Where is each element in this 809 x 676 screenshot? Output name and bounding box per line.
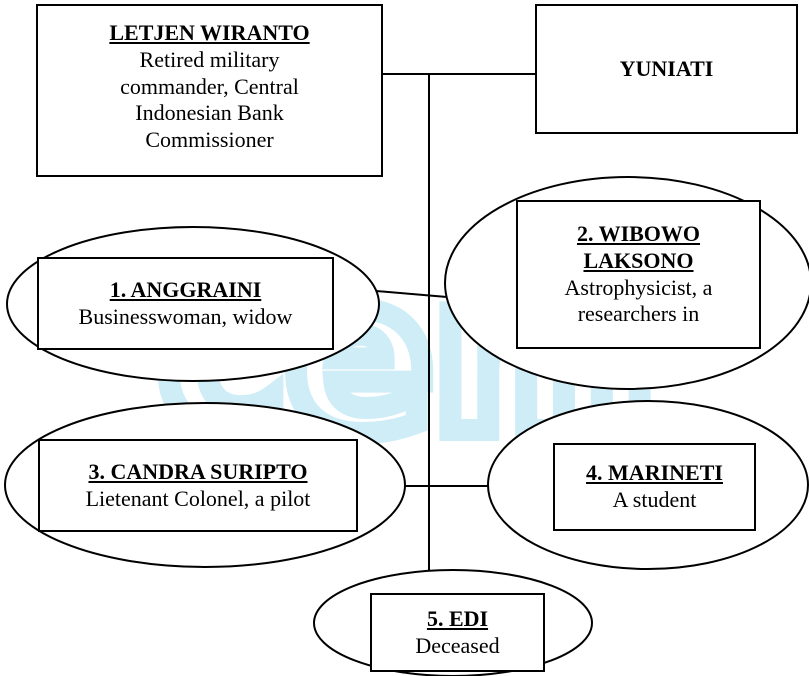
- person-name: LETJEN WIRANTO: [109, 20, 310, 45]
- person-box-candra: 3. CANDRA SURIPTO Lietenant Colonel, a p…: [38, 439, 358, 532]
- person-description: Businesswoman, widow: [78, 303, 293, 329]
- person-description: Lietenant Colonel, a pilot: [85, 485, 311, 511]
- person-box-anggraini: 1. ANGGRAINI Businesswoman, widow: [37, 257, 334, 350]
- person-description: Retired military commander, Central Indo…: [120, 46, 299, 153]
- connector-lines: [375, 73, 535, 593]
- person-description: A student: [612, 487, 697, 512]
- person-box-edi: 5. EDI Deceased: [370, 593, 545, 672]
- person-name: 2. WIBOWO LAKSONO: [576, 220, 701, 273]
- person-description: Astrophysicist, a researchers in: [564, 274, 713, 327]
- person-box-wiranto: LETJEN WIRANTO Retired military commande…: [36, 4, 383, 177]
- anggraini-connector: [375, 290, 448, 298]
- person-name: 4. MARINETI: [586, 460, 723, 486]
- person-name: 3. CANDRA SURIPTO: [88, 458, 308, 484]
- person-box-marineti: 4. MARINETI A student: [553, 443, 756, 531]
- person-name: 1. ANGGRAINI: [109, 276, 262, 302]
- person-name: 5. EDI: [426, 605, 489, 631]
- person-box-wibowo: 2. WIBOWO LAKSONO Astrophysicist, a rese…: [516, 200, 761, 349]
- person-description: Deceased: [415, 632, 500, 658]
- person-box-yuniati: YUNIATI: [535, 4, 798, 134]
- person-name: YUNIATI: [619, 55, 714, 81]
